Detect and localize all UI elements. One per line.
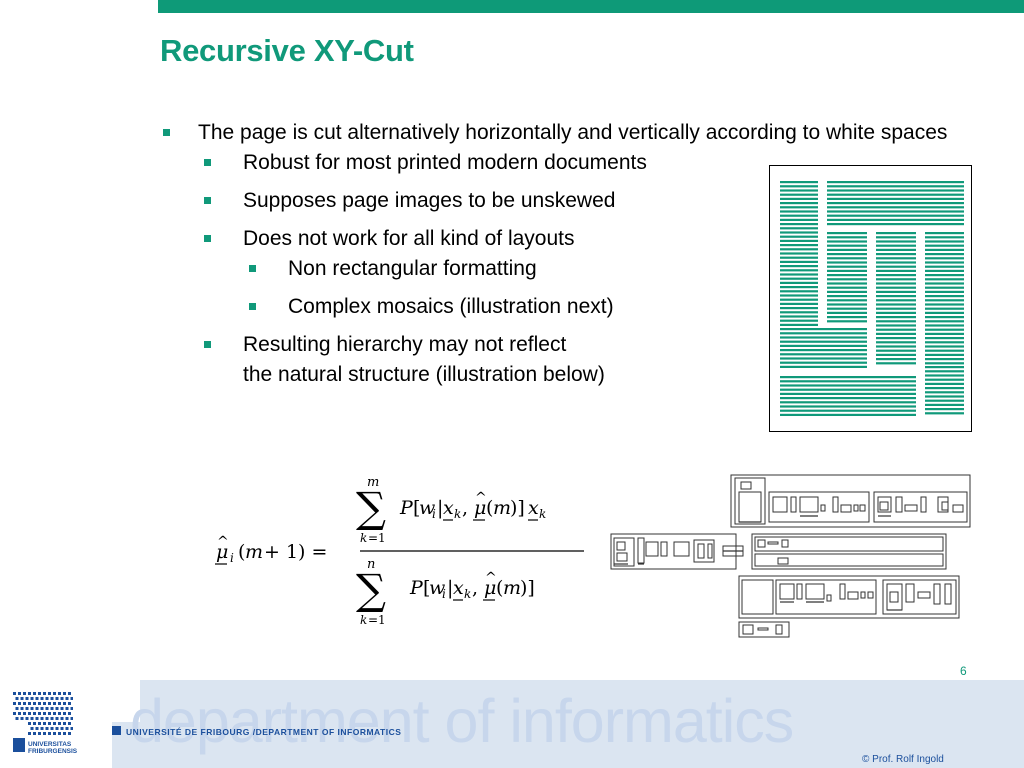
page-number: 6 bbox=[960, 664, 967, 678]
svg-text:w: w bbox=[419, 497, 435, 519]
svg-text:μ: μ bbox=[474, 497, 486, 519]
bullet-square-icon bbox=[163, 129, 170, 136]
bullet-square-icon bbox=[204, 159, 211, 166]
bullet-square-icon bbox=[204, 341, 211, 348]
mosaic-svg bbox=[780, 181, 964, 416]
bullet-square-icon bbox=[249, 303, 256, 310]
svg-text:P: P bbox=[399, 497, 414, 519]
svg-text:m: m bbox=[245, 541, 263, 563]
bullet-sub3a: Non rectangular formatting bbox=[243, 254, 980, 284]
svg-text:i: i bbox=[230, 551, 234, 565]
university-logo-icon bbox=[13, 692, 73, 752]
svg-text:)]: )] bbox=[510, 497, 525, 519]
svg-text:|: | bbox=[447, 577, 453, 599]
svg-text:μ: μ bbox=[216, 541, 228, 563]
svg-text:m: m bbox=[493, 497, 511, 519]
bullet-sub3: Does not work for all kind of layouts No… bbox=[198, 224, 980, 322]
bullet-square-icon bbox=[249, 265, 256, 272]
svg-text:(: ( bbox=[496, 577, 503, 599]
bullet-sub3b: Complex mosaics (illustration next) bbox=[243, 292, 980, 322]
bullet-main-text: The page is cut alternatively horizontal… bbox=[198, 121, 948, 144]
svg-text:w: w bbox=[429, 577, 445, 599]
bullet-sub4: Resulting hierarchy may not reflect the … bbox=[198, 330, 980, 390]
svg-text:i: i bbox=[432, 507, 436, 521]
svg-text:n: n bbox=[367, 557, 375, 572]
mean-update-formula: m ∑ k=1 P [ w i | x k , μ ^ ( m )] x k μ… bbox=[215, 475, 584, 627]
svg-text:(: ( bbox=[238, 541, 245, 563]
svg-text:,: , bbox=[462, 497, 468, 519]
svg-text:k: k bbox=[539, 507, 546, 521]
slide-title: Recursive XY-Cut bbox=[160, 33, 414, 68]
svg-text:m: m bbox=[503, 577, 521, 599]
svg-text:+ 1) =: + 1) = bbox=[264, 541, 327, 563]
svg-text:[: [ bbox=[423, 577, 430, 599]
department-wordmark: department of informatics bbox=[130, 687, 794, 755]
svg-text:k: k bbox=[360, 531, 367, 545]
bullet-sub1: Robust for most printed modern documents bbox=[198, 148, 980, 178]
svg-text:|: | bbox=[437, 497, 443, 519]
svg-text:μ: μ bbox=[484, 577, 496, 599]
svg-text:,: , bbox=[472, 577, 478, 599]
svg-text:[: [ bbox=[413, 497, 420, 519]
svg-text:k: k bbox=[454, 507, 461, 521]
bullet-list: The page is cut alternatively horizontal… bbox=[160, 118, 980, 398]
university-logo-text: UNIVERSITAS FRIBURGENSIS bbox=[28, 741, 78, 755]
bullet-square-icon bbox=[204, 197, 211, 204]
svg-text:∑: ∑ bbox=[356, 565, 386, 614]
svg-text:k: k bbox=[360, 613, 367, 627]
svg-text:k: k bbox=[464, 587, 471, 601]
footer-band bbox=[140, 680, 1024, 768]
svg-text:P: P bbox=[409, 577, 424, 599]
university-square-icon bbox=[112, 726, 121, 735]
svg-text:)]: )] bbox=[520, 577, 535, 599]
svg-text:i: i bbox=[442, 587, 446, 601]
svg-text:=1: =1 bbox=[368, 531, 386, 545]
mosaic-layout-illustration bbox=[769, 165, 972, 432]
svg-text:^: ^ bbox=[485, 570, 497, 586]
svg-text:x: x bbox=[453, 577, 464, 599]
svg-text:(: ( bbox=[486, 497, 493, 519]
svg-text:x: x bbox=[528, 497, 539, 519]
svg-text:∑: ∑ bbox=[356, 483, 386, 532]
bullet-sub2: Supposes page images to be unskewed bbox=[198, 186, 980, 216]
bullet-square-icon bbox=[204, 235, 211, 242]
svg-text:^: ^ bbox=[217, 534, 229, 550]
copyright-notice: © Prof. Rolf Ingold bbox=[862, 754, 944, 765]
svg-text:=1: =1 bbox=[368, 613, 386, 627]
university-line: UNIVERSITÉ DE FRIBOURG /DEPARTMENT OF IN… bbox=[126, 727, 402, 737]
svg-text:x: x bbox=[443, 497, 454, 519]
bullet-main: The page is cut alternatively horizontal… bbox=[160, 118, 980, 390]
hierarchy-illustration bbox=[610, 474, 971, 638]
svg-text:^: ^ bbox=[475, 490, 487, 506]
top-accent-bar bbox=[158, 0, 1024, 13]
svg-text:m: m bbox=[367, 475, 379, 490]
